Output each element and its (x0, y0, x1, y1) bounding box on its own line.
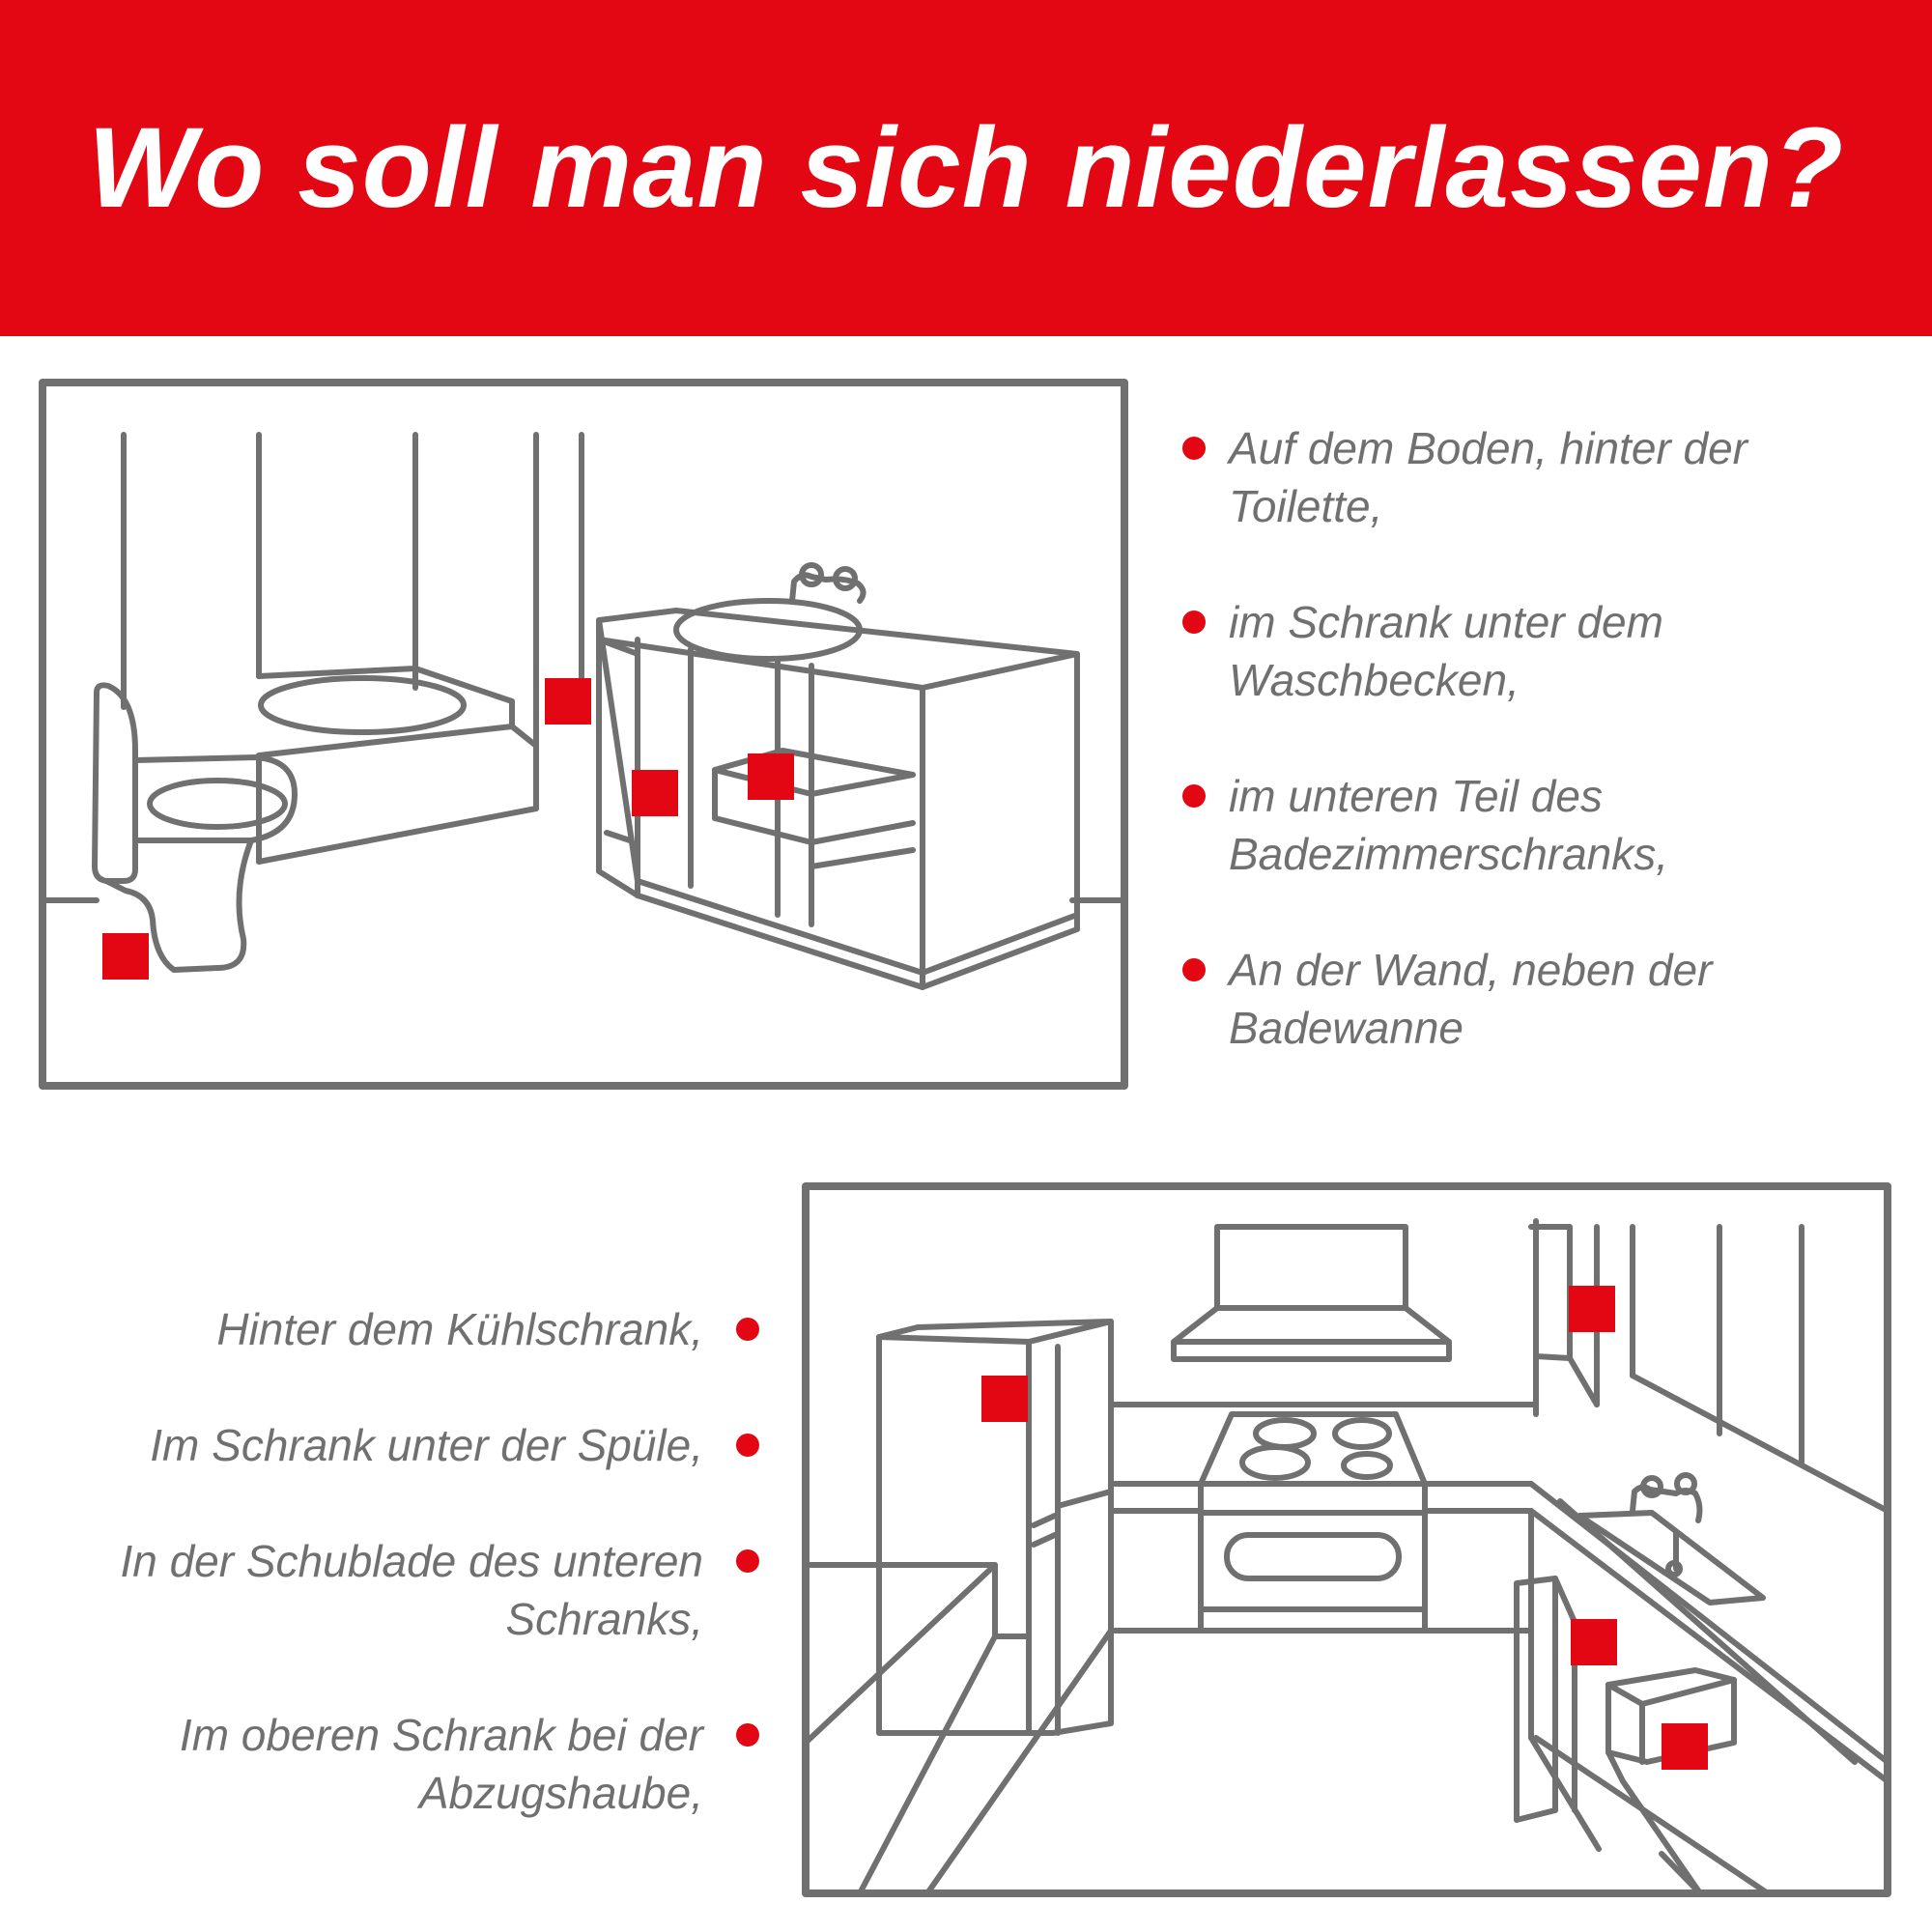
marker-upper-cabinet (1569, 1286, 1615, 1332)
list-item: An der Wand, neben der Badewanne (1182, 941, 1905, 1057)
marker-lower-drawer (1662, 1723, 1708, 1770)
marker-behind-toilet (102, 933, 149, 980)
bullet-dot (1182, 611, 1206, 634)
marker-behind-fridge (981, 1376, 1028, 1422)
list-item: In der Schublade des unteren Schranks, (39, 1532, 759, 1648)
list-item: Im Schrank unter der Spüle, (39, 1416, 759, 1474)
list-item: Hinter dem Kühlschrank, (39, 1300, 759, 1358)
kitchen-drawing (802, 1182, 1891, 1897)
kitchen-illustration (802, 1182, 1893, 1897)
list-item: im Schrank unter dem Waschbecken, (1182, 593, 1905, 709)
marker-wall-tub (545, 678, 591, 724)
bullet-dot (736, 1549, 759, 1573)
kitchen-locations-list: Hinter dem Kühlschrank, Im Schrank unter… (39, 1300, 759, 1822)
bathroom-illustration (39, 379, 1130, 1090)
bullet-dot (1182, 784, 1206, 808)
header-banner (0, 0, 1932, 336)
marker-cabinet-lower (632, 770, 678, 816)
bullet-dot (1182, 437, 1206, 460)
bathroom-drawing (39, 379, 1128, 1090)
bullet-dot (736, 1318, 759, 1341)
bullet-dot (736, 1723, 759, 1747)
page-title: Wo soll man sich niederlassen? (87, 104, 1845, 232)
bathroom-locations-list: Auf dem Boden, hinter der Toilette, im S… (1182, 419, 1905, 1057)
list-item: Im oberen Schrank bei der Abzugshaube, (39, 1706, 759, 1822)
marker-under-sink (748, 753, 794, 800)
bullet-dot (1182, 958, 1206, 981)
list-item: Auf dem Boden, hinter der Toilette, (1182, 419, 1905, 535)
list-item: im unteren Teil des Badezimmerschranks, (1182, 767, 1905, 883)
marker-under-sink (1571, 1619, 1617, 1665)
bullet-dot (736, 1434, 759, 1457)
